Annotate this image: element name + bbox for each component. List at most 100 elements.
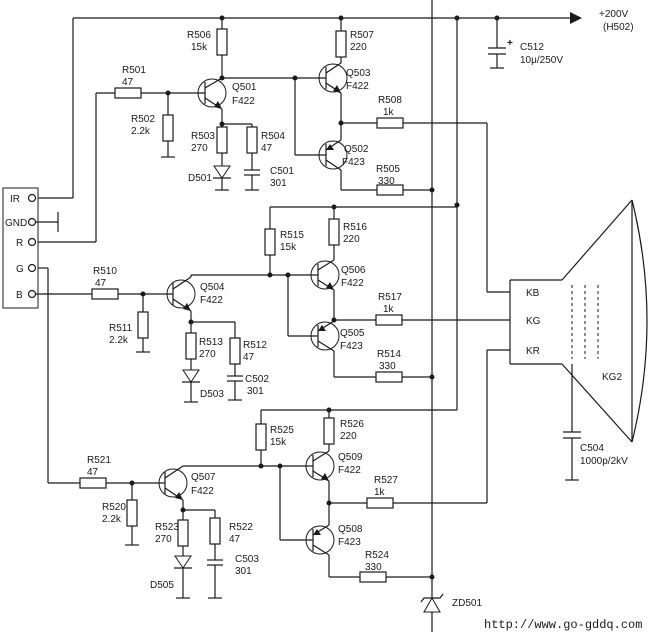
r503-value: 270 [191,143,208,154]
r511-value: 2.2k [109,335,129,346]
q508-ref: Q508 [338,524,363,535]
q503-value: F422 [346,81,369,92]
d505-ref: D505 [150,580,174,591]
watermark-url: http://www.go-gddq.com [484,618,642,632]
zd501-ref: ZD501 [452,598,482,609]
supply-voltage-label: +200V [599,9,629,20]
c512-ref: C512 [520,42,544,53]
connector-pin-r: R [16,238,23,249]
c512-value: 10μ/250V [520,55,563,66]
input-connector: IR GND R G B [2,187,92,309]
r512-ref: R512 [243,340,267,351]
c501-ref: C501 [270,166,294,177]
r523-ref: R523 [155,522,179,533]
connector-pin-g: G [16,264,24,275]
q509-ref: Q509 [338,452,363,463]
r505-value: 330 [378,176,395,187]
q505-value: F423 [340,341,363,352]
stage-2 [91,204,510,403]
q507-value: F422 [191,486,214,497]
stage-2-labels: R510 47 R511 2.2k Q504 F422 R513 270 R51… [93,222,402,400]
crt-pin-kr: KR [526,346,540,357]
svg-text:+: + [507,38,513,49]
r527-ref: R527 [374,475,398,486]
q502-value: F423 [342,157,365,168]
q501-value: F422 [232,96,255,107]
r513-value: 270 [199,349,216,360]
r515-value: 15k [280,242,297,253]
r501-ref: R501 [122,65,146,76]
r507-ref: R507 [350,30,374,41]
r521-value: 47 [87,467,99,478]
crt-tube: KB KG KR KG2 C504 1000p/2kV [486,123,648,503]
q504-ref: Q504 [200,282,225,293]
connector-pin-gnd: GND [5,218,27,229]
r503-ref: R503 [191,131,215,142]
r504-value: 47 [261,143,273,154]
supply-ref-label: (H502) [603,22,634,33]
r524-ref: R524 [365,550,389,561]
q503-ref: Q503 [346,68,371,79]
connector-pin-b: B [16,290,23,301]
stage-1-labels: R501 47 R502 2.2k R506 15k Q501 F422 R50… [122,30,402,189]
r508-ref: R508 [378,95,402,106]
r501-value: 47 [122,77,134,88]
r506-ref: R506 [187,30,211,41]
r526-ref: R526 [340,419,364,430]
q501-ref: Q501 [232,82,257,93]
crt-kg2-label: KG2 [602,372,622,383]
stage-3 [48,407,487,599]
r520-ref: R520 [102,502,126,513]
stage-3-labels: R521 47 R520 2.2k Q507 F422 R523 270 R52… [87,419,398,591]
c512-capacitor: + C512 10μ/250V [488,18,563,69]
c502-value: 301 [247,386,264,397]
c504-ref: C504 [580,443,604,454]
r516-value: 220 [343,234,360,245]
r522-value: 47 [229,534,241,545]
q506-ref: Q506 [341,265,366,276]
r511-ref: R511 [109,323,133,334]
r510-ref: R510 [93,266,117,277]
q505-ref: Q505 [340,328,365,339]
connector-pin-ir: IR [10,194,20,205]
r508-value: 1k [383,107,395,118]
q508-value: F423 [338,537,361,548]
r523-value: 270 [155,534,172,545]
r521-ref: R521 [87,455,111,466]
c501-value: 301 [270,178,287,189]
crt-pin-kg: KG [526,316,541,327]
r522-ref: R522 [229,522,253,533]
c503-ref: C503 [235,554,259,565]
r507-value: 220 [350,42,367,53]
r504-ref: R504 [261,131,285,142]
q507-ref: Q507 [191,472,216,483]
c504-value: 1000p/2kV [580,456,628,467]
r525-value: 15k [270,437,287,448]
r520-value: 2.2k [102,514,122,525]
c503-value: 301 [235,566,252,577]
q506-value: F422 [341,278,364,289]
r512-value: 47 [243,352,255,363]
r514-ref: R514 [377,349,401,360]
r525-ref: R525 [270,425,294,436]
r524-value: 330 [365,562,382,573]
r502-value: 2.2k [131,126,151,137]
d503-ref: D503 [200,389,224,400]
r517-ref: R517 [378,292,402,303]
r514-value: 330 [379,361,396,372]
c502-ref: C502 [245,374,269,385]
q509-value: F422 [338,465,361,476]
r527-value: 1k [374,487,386,498]
r517-value: 1k [383,304,395,315]
r506-value: 15k [191,42,208,53]
r513-ref: R513 [199,337,223,348]
crt-pin-kb: KB [526,288,540,299]
q502-ref: Q502 [344,144,369,155]
r515-ref: R515 [280,230,304,241]
r510-value: 47 [95,278,107,289]
r505-ref: R505 [376,164,400,175]
d501-ref: D501 [188,173,212,184]
r502-ref: R502 [131,114,155,125]
r516-ref: R516 [343,222,367,233]
